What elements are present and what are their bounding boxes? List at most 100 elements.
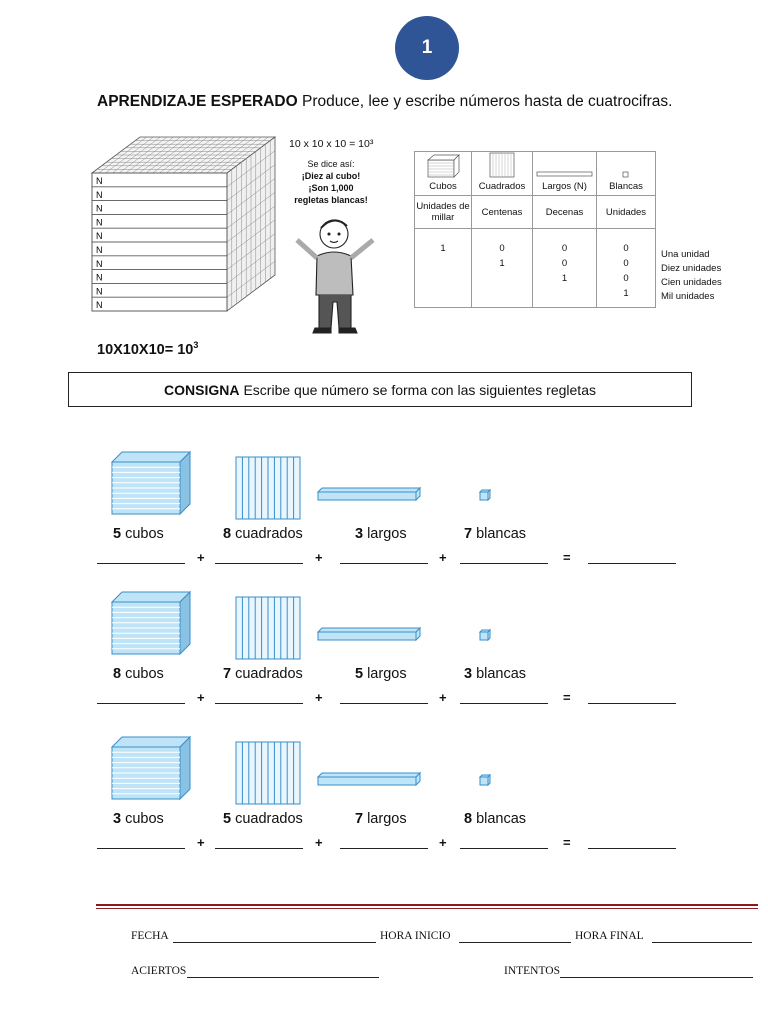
cube-row-label: N xyxy=(96,176,103,186)
addend-field[interactable] xyxy=(340,563,428,564)
plus-sign: + xyxy=(197,690,205,705)
addend-field[interactable] xyxy=(460,703,548,704)
hora-final-label: HORA FINAL xyxy=(575,930,644,942)
long-block-icon xyxy=(316,486,422,507)
aprendizaje-text: Produce, lee y escribe números hasta de … xyxy=(302,93,673,110)
unit-block-icon xyxy=(478,628,492,647)
unit-block-icon xyxy=(478,488,492,507)
equals-sign: = xyxy=(563,835,571,850)
aciertos-field[interactable] xyxy=(187,977,379,978)
cube-block-icon xyxy=(110,735,192,806)
hora-final-field[interactable] xyxy=(652,942,752,943)
plus-sign: + xyxy=(439,690,447,705)
square-block-icon xyxy=(235,596,303,665)
cube-row-label: N xyxy=(96,204,103,214)
formula-exponent-value: 3 xyxy=(193,340,199,350)
answer-field[interactable] xyxy=(588,848,676,849)
speech-bubble: Se dice así: ¡Diez al cubo! ¡Son 1,000 r… xyxy=(286,158,376,206)
addend-field[interactable] xyxy=(460,848,548,849)
cube-block-icon xyxy=(427,154,460,178)
addend-field[interactable] xyxy=(215,703,303,704)
addend-field[interactable] xyxy=(215,563,303,564)
intentos-field[interactable] xyxy=(560,977,753,978)
equals-sign: = xyxy=(563,690,571,705)
addend-field[interactable] xyxy=(340,703,428,704)
cube-row xyxy=(91,296,228,312)
plus-sign: + xyxy=(315,550,323,565)
unit-block-icon xyxy=(622,171,629,178)
values-col-millar: 1 xyxy=(414,228,472,308)
place-value-table: Cubos Cuadrados Largos (N) Blancas Unida… xyxy=(414,151,656,308)
addend-field[interactable] xyxy=(460,563,548,564)
row-label: Mil unidades xyxy=(661,291,715,302)
aprendizaje-esperado: APRENDIZAJE ESPERADO Produce, lee y escr… xyxy=(97,93,672,111)
plus-sign: + xyxy=(439,550,447,565)
piece-label-blancas: Blancas xyxy=(609,181,643,192)
plus-sign: + xyxy=(315,835,323,850)
piece-label-largos: Largos (N) xyxy=(542,181,587,192)
fecha-field[interactable] xyxy=(173,942,376,943)
largos-piece-cell: Largos (N) xyxy=(532,151,597,196)
plus-sign: + xyxy=(315,690,323,705)
hora-inicio-label: HORA INICIO xyxy=(380,930,451,942)
answer-field[interactable] xyxy=(588,563,676,564)
page-number-badge: 1 xyxy=(395,16,459,80)
cube-row-label: N xyxy=(96,273,103,283)
speech-line-1: ¡Diez al cubo! xyxy=(301,171,361,181)
addend-field[interactable] xyxy=(97,703,185,704)
header-unidades: Unidades xyxy=(596,195,656,229)
consigna-text: Escribe que número se forma con las sigu… xyxy=(243,381,596,398)
cuadrados-piece-cell: Cuadrados xyxy=(471,151,533,196)
square-block-icon xyxy=(235,456,303,525)
row-label: Cien unidades xyxy=(661,277,722,288)
footer-rule-thin xyxy=(96,908,758,909)
boy-illustration xyxy=(295,219,375,334)
plus-sign: + xyxy=(197,835,205,850)
header-decenas: Decenas xyxy=(532,195,597,229)
cubos-piece-cell: Cubos xyxy=(414,151,472,196)
long-block-icon xyxy=(536,171,592,177)
cube-row-label: N xyxy=(96,190,103,200)
row-label: Diez unidades xyxy=(661,263,722,274)
addend-field[interactable] xyxy=(97,848,185,849)
long-block-icon xyxy=(316,626,422,647)
square-block-icon xyxy=(235,741,303,810)
header-unidades-millar: Unidades de millar xyxy=(414,195,472,229)
equals-sign: = xyxy=(563,550,571,565)
piece-label-cuadrados: Cuadrados xyxy=(478,181,526,192)
fecha-label: FECHA xyxy=(131,930,169,942)
cube-row-label: N xyxy=(96,300,103,310)
answer-field[interactable] xyxy=(588,703,676,704)
plus-sign: + xyxy=(439,835,447,850)
plus-sign: + xyxy=(197,550,205,565)
cube-row-label: N xyxy=(96,259,103,269)
illustration-formula: 10 x 10 x 10 = 10³ xyxy=(289,138,374,150)
addend-field[interactable] xyxy=(340,848,428,849)
formula-exponent: 10X10X10= 103 xyxy=(97,340,198,358)
blancas-piece-cell: Blancas xyxy=(596,151,656,196)
long-block-icon xyxy=(316,771,422,792)
intentos-label: INTENTOS xyxy=(504,965,561,977)
addend-field[interactable] xyxy=(215,848,303,849)
header-centenas: Centenas xyxy=(471,195,533,229)
hora-inicio-field[interactable] xyxy=(459,942,571,943)
speech-intro: Se dice así: xyxy=(307,159,355,169)
cube-row-label: N xyxy=(96,231,103,241)
addend-field[interactable] xyxy=(97,563,185,564)
consigna-label: CONSIGNA xyxy=(164,381,240,398)
